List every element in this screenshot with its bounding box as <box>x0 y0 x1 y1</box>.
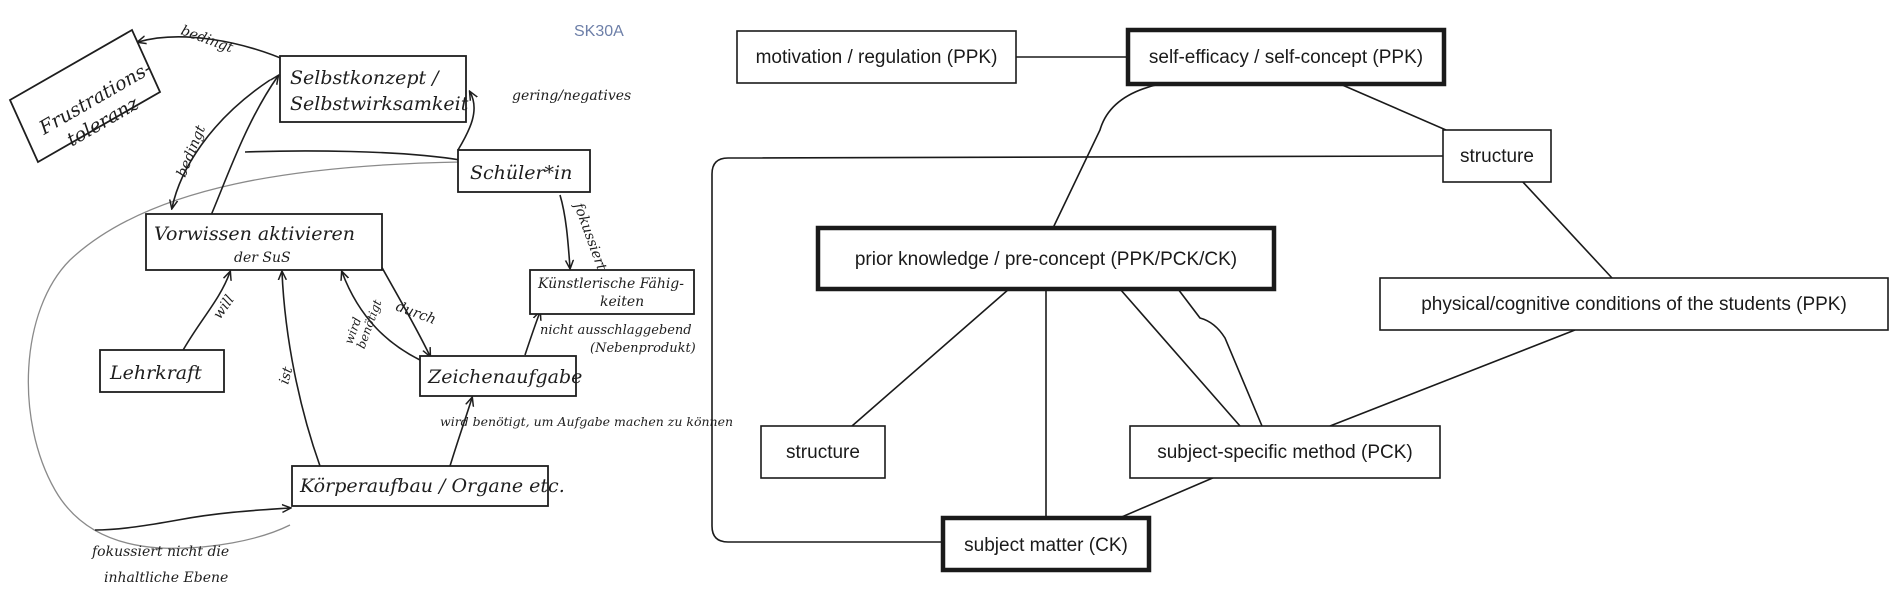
label-nicht-ausschlaggebend: nicht ausschlaggebend (Nebenprodukt) <box>540 323 696 356</box>
svg-text:Schüler*in: Schüler*in <box>470 162 572 184</box>
node-motivation-regulation: motivation / regulation (PPK) <box>736 30 1017 84</box>
edge-method-subjectmatter <box>1109 476 1216 523</box>
node-prior-knowledge-pre-concept: prior knowledge / pre-concept (PPK/PCK/C… <box>815 225 1277 292</box>
svg-text:Vorwissen aktivieren: Vorwissen aktivieren <box>154 223 355 245</box>
label-wird-benoetigt: wird benötigt <box>342 293 385 350</box>
sketch-node-zeichenaufgabe: Zeichenaufgabe <box>419 355 582 397</box>
node-structure-bottom: structure <box>760 425 886 479</box>
svg-text:prior knowledge / pre-concept: prior knowledge / pre-concept (PPK/PCK/C… <box>855 249 1237 270</box>
sketch-node-lehrkraft: Lehrkraft <box>99 349 225 393</box>
sketch-node-vorwissen: Vorwissen aktivieren der SuS <box>145 213 383 271</box>
label-ist: ist <box>276 365 296 386</box>
edge-koerper-zeichen <box>449 398 472 467</box>
svg-text:Selbstwirksamkeit: Selbstwirksamkeit <box>290 93 469 115</box>
edge-schueler-kuenstlerisch <box>559 194 570 268</box>
svg-text:self-efficacy / self-concept (: self-efficacy / self-concept (PPK) <box>1149 47 1423 68</box>
edge-structure-physical <box>1520 179 1613 279</box>
svg-text:structure: structure <box>786 442 860 463</box>
svg-text:Zeichenaufgabe: Zeichenaufgabe <box>427 366 582 388</box>
label-bedingt-left: bedingt <box>174 123 209 180</box>
svg-text:der SuS: der SuS <box>234 250 291 266</box>
edge-prior-method-2 <box>1177 288 1263 427</box>
edge-selfefficacy-structure-top <box>1339 83 1447 131</box>
label-wird-benoetigt-um: wird benötigt, um Aufgabe machen zu könn… <box>440 414 733 429</box>
svg-text:Lehrkraft: Lehrkraft <box>109 362 202 384</box>
edge-koerper-vorwissen <box>282 272 321 467</box>
svg-text:keiten: keiten <box>600 294 644 310</box>
svg-text:Selbstkonzept /: Selbstkonzept / <box>290 67 440 89</box>
svg-text:structure: structure <box>1460 146 1534 167</box>
node-subject-matter: subject matter (CK) <box>940 515 1152 573</box>
sketch-node-selbstkonzept: Selbstkonzept / Selbstwirksamkeit <box>279 55 469 123</box>
svg-text:subject-specific method (PCK): subject-specific method (PCK) <box>1157 442 1413 463</box>
typed-concept-map: motivation / regulation (PPK) self-effic… <box>711 27 1889 573</box>
sketch-node-schueler: Schüler*in <box>457 149 591 193</box>
label-durch: durch <box>394 299 438 328</box>
edge-zeichen-kuenstlerisch <box>524 312 540 356</box>
edge-selbstkonzept-vorwissen <box>172 79 271 208</box>
sketch-node-koerperaufbau: Körperaufbau / Organe etc. <box>291 465 565 507</box>
edge-prior-structure-bottom <box>851 288 1010 427</box>
edge-selfefficacy-prior <box>1052 83 1161 229</box>
edge-schueler-selbstkonzept <box>457 92 474 151</box>
edge-selbstkonzept-frustration <box>138 37 291 63</box>
sketch-faint-curve <box>27 161 461 549</box>
svg-text:Künstlerische Fähig-: Künstlerische Fähig- <box>537 276 684 292</box>
edge-lehrkraft-vorwissen <box>181 272 230 353</box>
handwritten-concept-sketch: SK30A Frustrations- toleranz Selbstkonze… <box>8 23 733 586</box>
edge-vorwissen-zeichen <box>379 263 430 356</box>
sketch-node-frustration: Frustrations- toleranz <box>8 28 162 164</box>
edge-physical-method <box>1329 329 1576 427</box>
label-will: will <box>210 292 238 322</box>
label-bedingt-top: bedingt <box>179 23 236 57</box>
label-fokussiert-nicht: fokussiert nicht die inhaltliche Ebene <box>91 544 234 586</box>
svg-text:motivation / regulation (PPK): motivation / regulation (PPK) <box>756 47 998 68</box>
label-fokussiert: fokussiert <box>570 200 610 273</box>
svg-text:physical/cognitive conditions: physical/cognitive conditions of the stu… <box>1421 294 1847 315</box>
svg-text:subject matter (CK): subject matter (CK) <box>964 535 1128 556</box>
sketch-ref-code: SK30A <box>574 23 624 40</box>
edge-prior-method-1 <box>1119 288 1241 427</box>
sketch-node-kuenstlerisch: Künstlerische Fähig- keiten <box>529 269 695 315</box>
edge-fokussiert-koerper <box>94 508 290 531</box>
svg-text:Körperaufbau / Organe etc.: Körperaufbau / Organe etc. <box>299 475 565 497</box>
edge-schueler-line <box>244 150 461 161</box>
node-structure-top: structure <box>1442 129 1552 183</box>
node-self-efficacy-self-concept: self-efficacy / self-concept (PPK) <box>1125 27 1447 87</box>
edge-zeichen-vorwissen <box>342 272 421 361</box>
label-gering-negatives: gering/negatives <box>512 88 631 104</box>
node-physical-cognitive-conditions: physical/cognitive conditions of the stu… <box>1379 277 1889 331</box>
edge-structure-top-subjectmatter <box>711 155 1444 543</box>
node-subject-specific-method: subject-specific method (PCK) <box>1129 425 1441 479</box>
